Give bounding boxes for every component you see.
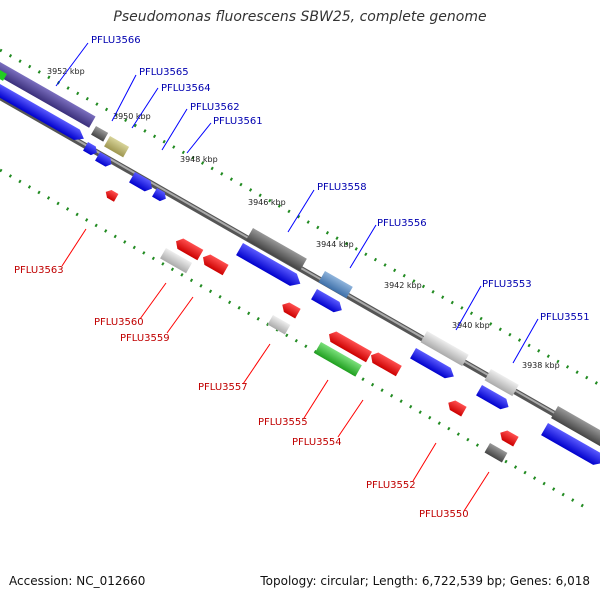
gene-label: PFLU3555 <box>258 417 308 428</box>
gene-label: PFLU3552 <box>366 480 416 491</box>
gc-skew-track <box>0 48 600 512</box>
gene-label: PFLU3554 <box>292 437 342 448</box>
gene-label: PFLU3565 <box>139 67 189 78</box>
scale-label: 3938 kbp <box>522 361 560 370</box>
scale-label: 3946 kbp <box>248 198 286 207</box>
scale-label: 3948 kbp <box>180 155 218 164</box>
gene-label: PFLU3551 <box>540 312 590 323</box>
label-leaders <box>55 42 539 512</box>
scale-label: 3942 kbp <box>384 281 422 290</box>
scale-label: 3940 kbp <box>452 321 490 330</box>
gene-label: PFLU3562 <box>190 102 240 113</box>
gene-features <box>0 62 600 465</box>
map-title: Pseudomonas fluorescens SBW25, complete … <box>113 9 487 25</box>
gene-label: PFLU3560 <box>94 317 144 328</box>
gene-label: PFLU3559 <box>120 333 170 344</box>
gene-label: PFLU3566 <box>91 35 141 46</box>
accession-text: Accession: NC_012660 <box>9 574 146 588</box>
scale-label: 3950 kbp <box>113 112 151 121</box>
gene-label: PFLU3553 <box>482 279 532 290</box>
gene-label: PFLU3561 <box>213 116 263 127</box>
scale-labels: 3952 kbp 3950 kbp 3948 kbp 3946 kbp 3944… <box>47 67 560 370</box>
gene-label: PFLU3558 <box>317 182 367 193</box>
gene-label: PFLU3556 <box>377 218 427 229</box>
minus-strand-labels: PFLU3563 PFLU3560 PFLU3559 PFLU3557 PFLU… <box>14 265 469 520</box>
gene-label: PFLU3557 <box>198 382 248 393</box>
gene-label: PFLU3563 <box>14 265 64 276</box>
gene-label: PFLU3550 <box>419 509 469 520</box>
genome-summary-text: Topology: circular; Length: 6,722,539 bp… <box>260 574 590 588</box>
scale-label: 3952 kbp <box>47 67 85 76</box>
scale-label: 3944 kbp <box>316 240 354 249</box>
plus-strand-labels: PFLU3566 PFLU3565 PFLU3564 PFLU3562 PFLU… <box>91 35 590 323</box>
gene-label: PFLU3564 <box>161 83 211 94</box>
